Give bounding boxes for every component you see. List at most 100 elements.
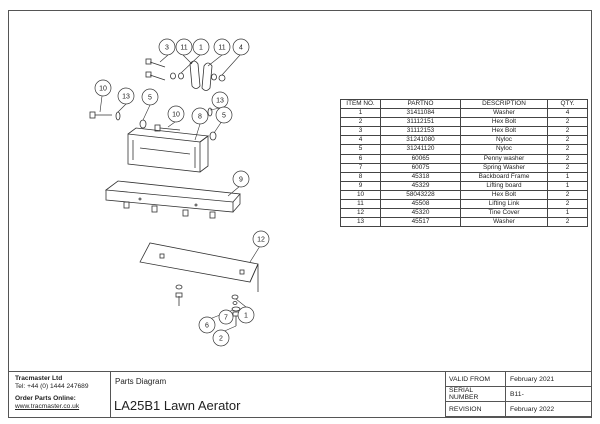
cell-description: Backboard Frame — [460, 171, 548, 182]
balloon-item-5-left: 5 — [141, 88, 159, 106]
nyloc-5-left — [139, 119, 147, 129]
cell-qty: 2 — [547, 117, 588, 128]
meta-value: B11- — [505, 386, 592, 402]
svg-text:5: 5 — [148, 95, 152, 102]
meta-label: SERIAL NUMBER — [445, 386, 506, 402]
title-block: Tracmaster Ltd Tel: +44 (0) 1444 247689 … — [8, 371, 592, 418]
svg-text:10: 10 — [172, 112, 180, 119]
cell-qty: 2 — [547, 189, 588, 201]
svg-text:3: 3 — [165, 45, 169, 52]
cell-item-no: 11 — [340, 199, 381, 210]
cell-item-no: 3 — [340, 126, 381, 137]
company-info: Tracmaster Ltd Tel: +44 (0) 1444 247689 … — [15, 375, 89, 411]
meta-value: February 2021 — [505, 372, 592, 387]
cell-item-no: 9 — [340, 180, 381, 191]
washer-1-c — [211, 73, 217, 81]
hex-bolt-10-center — [154, 124, 181, 132]
cell-partno: 31112153 — [380, 126, 461, 137]
cell-qty: 2 — [547, 135, 588, 146]
cell-description: Nyloc — [460, 144, 548, 155]
washer-13-left — [115, 111, 121, 121]
cell-item-no: 5 — [340, 144, 381, 155]
cell-qty: 2 — [547, 217, 588, 228]
cell-item-no: 8 — [340, 171, 381, 182]
svg-text:6: 6 — [205, 323, 209, 330]
balloon-item-8: 8 — [191, 107, 209, 125]
balloon-item-13-right: 13 — [211, 91, 229, 109]
cell-description: Washer — [460, 108, 548, 119]
meta-label: VALID FROM — [445, 372, 506, 387]
cell-qty: 1 — [547, 180, 588, 191]
company-name: Tracmaster Ltd — [15, 375, 63, 382]
cell-partno: 31112151 — [380, 117, 461, 128]
cell-qty: 1 — [547, 208, 588, 219]
balloon-item-13-left: 13 — [117, 87, 135, 105]
svg-text:12: 12 — [257, 237, 265, 244]
header-partno: PARTNO — [380, 98, 461, 110]
hex-bolt-2-left — [175, 292, 183, 306]
cell-qty: 2 — [547, 153, 588, 164]
drawing-title: LA25B1 Lawn Aerator — [114, 398, 241, 413]
cell-item-no: 2 — [340, 117, 381, 128]
balloon-item-9: 9 — [232, 170, 250, 188]
svg-text:1: 1 — [199, 45, 203, 52]
cell-description: Hex Bolt — [460, 189, 548, 201]
drawing-subtitle: Parts Diagram — [115, 377, 167, 386]
cell-partno: 45329 — [380, 180, 461, 191]
cell-partno: 31241120 — [380, 144, 461, 155]
svg-text:4: 4 — [239, 45, 243, 52]
cell-partno: 60065 — [380, 153, 461, 164]
meta-row-revision: REVISION February 2022 — [445, 401, 592, 417]
balloon-item-7: 7 — [218, 309, 234, 325]
cell-item-no: 13 — [340, 217, 381, 228]
cell-description: Hex Bolt — [460, 117, 548, 128]
svg-text:10: 10 — [99, 86, 107, 93]
balloon-item-10-left: 10 — [94, 79, 112, 97]
svg-text:7: 7 — [224, 315, 228, 322]
cell-qty: 2 — [547, 144, 588, 155]
cell-description: Penny washer — [460, 153, 548, 164]
meta-value: February 2022 — [505, 401, 592, 417]
cell-description: Spring Washer — [460, 162, 548, 173]
cell-qty: 2 — [547, 126, 588, 137]
cell-partno: 60075 — [380, 162, 461, 173]
svg-text:9: 9 — [239, 177, 243, 184]
header-item-no: ITEM NO. — [340, 98, 381, 110]
washer-1-b — [178, 72, 184, 80]
svg-text:1: 1 — [244, 313, 248, 320]
cell-partno: 45517 — [380, 217, 461, 228]
cell-item-no: 10 — [340, 189, 381, 201]
svg-text:8: 8 — [198, 114, 202, 121]
cell-qty: 1 — [547, 171, 588, 182]
cell-partno: 45320 — [380, 208, 461, 219]
cell-partno: 58043228 — [380, 189, 461, 201]
balloon-item-2: 2 — [212, 329, 230, 347]
hex-bolt-10-left — [89, 111, 112, 119]
cell-qty: 2 — [547, 162, 588, 173]
svg-text:13: 13 — [216, 98, 224, 105]
company-website-link[interactable]: www.tracmaster.co.uk — [15, 403, 80, 410]
cell-description: Lifting board — [460, 180, 548, 191]
cell-item-no: 7 — [340, 162, 381, 173]
tine-cover-12 — [139, 242, 259, 292]
balloon-item-6: 6 — [198, 316, 216, 334]
cell-item-no: 6 — [340, 153, 381, 164]
cell-item-no: 12 — [340, 208, 381, 219]
header-description: DESCRIPTION — [460, 98, 548, 110]
balloon-item-11-b: 11 — [213, 38, 231, 56]
cell-qty: 2 — [547, 199, 588, 210]
meta-row-serial-number: SERIAL NUMBER B11- — [445, 386, 592, 402]
lifting-link-11-right — [201, 62, 213, 91]
lifting-board-9 — [104, 180, 241, 219]
